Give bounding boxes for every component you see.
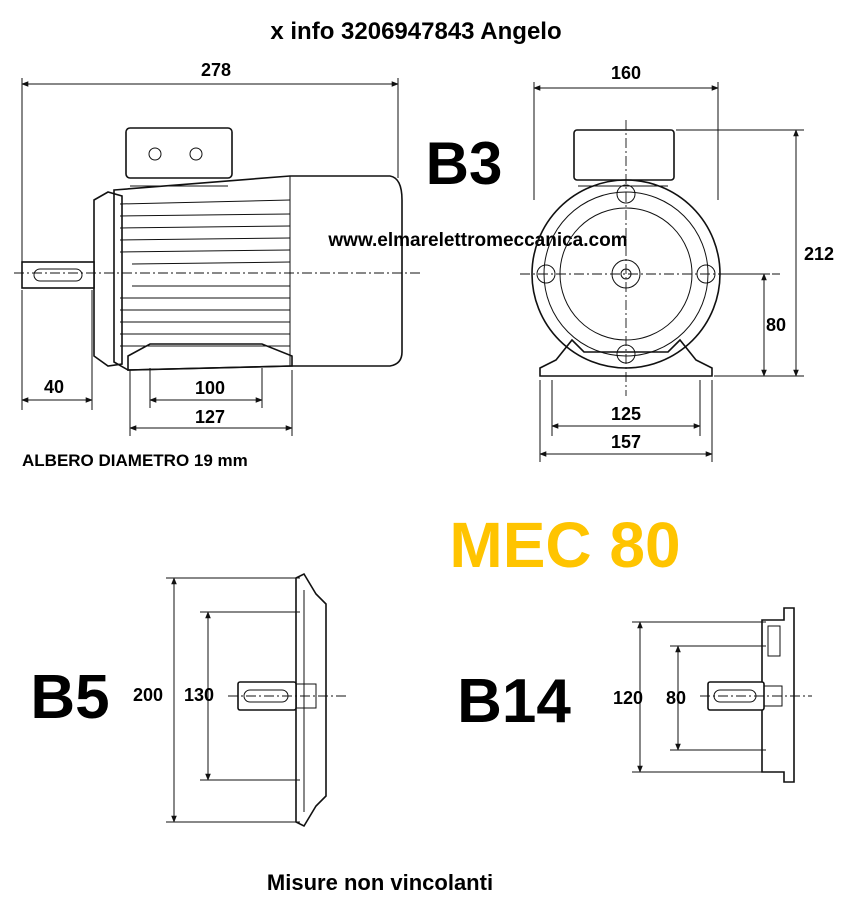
- side-view-dimensions: 278 40 100 127: [21, 60, 399, 436]
- mounting-label-b5: B5: [30, 663, 109, 732]
- mounting-label-b14: B14: [457, 667, 571, 736]
- dim-b14-flange-pitch: 80: [666, 688, 686, 708]
- dim-feet-inner: 100: [195, 378, 225, 398]
- dim-height: 212: [804, 244, 834, 264]
- front-view-dimensions: 160 212 80 125 157: [533, 63, 834, 462]
- motor-side-view: [14, 127, 420, 371]
- mounting-label-b3: B3: [426, 130, 503, 197]
- dim-b14-flange-outer: 120: [613, 688, 643, 708]
- b5-dimensions: 200 130: [133, 577, 300, 823]
- b14-flange-drawing: [700, 607, 812, 783]
- cooling-fins: [119, 199, 291, 347]
- dim-b5-flange-outer: 200: [133, 685, 163, 705]
- dim-b5-flange-pitch: 130: [184, 685, 214, 705]
- b14-dimensions: 120 80: [613, 621, 766, 773]
- motor-front-view: [520, 120, 780, 396]
- disclaimer-footer: Misure non vincolanti: [267, 870, 493, 895]
- dim-shaft-length: 40: [44, 377, 64, 397]
- dim-length: 278: [201, 60, 231, 80]
- b5-flange-drawing: [228, 572, 346, 828]
- contact-header: x info 3206947843 Angelo: [270, 18, 561, 45]
- frame-size-label: MEC 80: [449, 509, 680, 581]
- dim-feet-outer: 127: [195, 407, 225, 427]
- dim-front-feet-outer: 157: [611, 432, 641, 452]
- dim-axis-height: 80: [766, 315, 786, 335]
- shaft-diameter-note: ALBERO DIAMETRO 19 mm: [22, 451, 248, 470]
- dim-front-feet-inner: 125: [611, 404, 641, 424]
- dim-width: 160: [611, 63, 641, 83]
- website-url: www.elmarelettromeccanica.com: [327, 230, 627, 251]
